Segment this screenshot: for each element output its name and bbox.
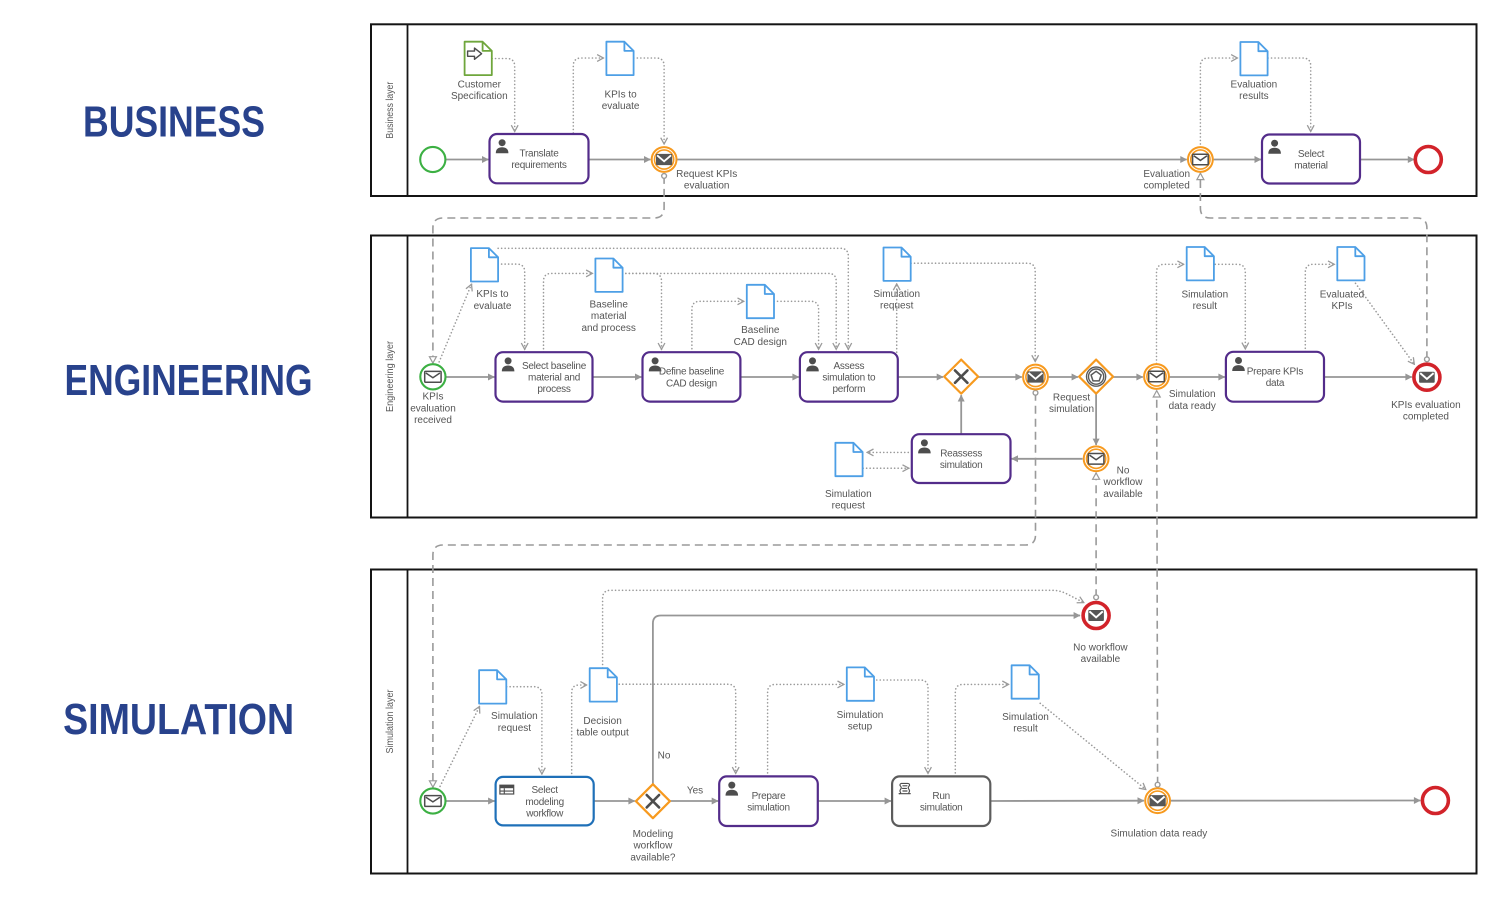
svg-text:Select: Select — [1298, 149, 1325, 160]
svg-text:KPIs to: KPIs to — [476, 289, 509, 300]
svg-text:results: results — [1239, 91, 1268, 102]
svg-text:Simulation layer: Simulation layer — [385, 689, 396, 754]
svg-text:BUSINESS: BUSINESS — [83, 98, 265, 147]
svg-text:data: data — [1266, 378, 1285, 389]
svg-text:Request: Request — [1053, 392, 1090, 403]
svg-text:KPIs: KPIs — [422, 392, 443, 403]
svg-text:result: result — [1193, 301, 1218, 312]
svg-text:available: available — [1081, 654, 1121, 665]
svg-text:modeling: modeling — [525, 797, 564, 808]
svg-text:CAD design: CAD design — [734, 337, 787, 348]
svg-text:Reassess: Reassess — [940, 448, 982, 459]
svg-text:data ready: data ready — [1169, 401, 1216, 412]
svg-text:Simulation: Simulation — [825, 489, 872, 500]
svg-text:Prepare KPIs: Prepare KPIs — [1247, 367, 1304, 378]
svg-text:ENGINEERING: ENGINEERING — [65, 356, 313, 405]
svg-text:workflow: workflow — [632, 841, 673, 852]
svg-text:Specification: Specification — [451, 91, 508, 102]
svg-text:Evaluation: Evaluation — [1143, 169, 1190, 180]
svg-text:Baseline: Baseline — [590, 300, 629, 311]
svg-text:completed: completed — [1144, 181, 1190, 192]
svg-text:Simulation: Simulation — [837, 710, 884, 721]
svg-text:simulation: simulation — [920, 803, 963, 814]
svg-text:Simulation: Simulation — [873, 289, 920, 300]
svg-text:evaluation: evaluation — [684, 181, 730, 192]
svg-text:Simulation: Simulation — [1002, 712, 1049, 723]
svg-text:Evaluation: Evaluation — [1231, 80, 1278, 91]
svg-text:KPIs to: KPIs to — [604, 89, 637, 100]
svg-text:Evaluated: Evaluated — [1320, 290, 1364, 301]
svg-text:process: process — [537, 384, 571, 395]
svg-text:workflow: workflow — [1103, 477, 1144, 488]
svg-text:Modeling: Modeling — [633, 829, 674, 840]
svg-text:Select: Select — [532, 785, 559, 796]
svg-text:available: available — [1103, 489, 1143, 500]
svg-text:Simulation: Simulation — [491, 711, 538, 722]
svg-text:Engineering layer: Engineering layer — [385, 340, 396, 412]
svg-text:Customer: Customer — [458, 80, 502, 91]
svg-text:Business layer: Business layer — [385, 81, 396, 139]
svg-text:Run: Run — [932, 791, 950, 802]
svg-text:received: received — [414, 415, 452, 426]
svg-text:simulation: simulation — [747, 803, 790, 814]
svg-text:material: material — [1294, 160, 1328, 171]
svg-text:evaluation: evaluation — [410, 403, 456, 414]
svg-text:Yes: Yes — [687, 785, 703, 796]
svg-text:setup: setup — [848, 722, 873, 733]
svg-text:SIMULATION: SIMULATION — [63, 695, 294, 744]
svg-text:material and: material and — [528, 373, 580, 384]
svg-text:material: material — [591, 311, 627, 322]
svg-text:simulation to: simulation to — [822, 373, 876, 384]
svg-text:simulation: simulation — [940, 460, 983, 471]
svg-text:Translate: Translate — [519, 148, 559, 159]
svg-text:evaluate: evaluate — [602, 101, 640, 112]
svg-text:request: request — [880, 301, 914, 312]
svg-text:available?: available? — [630, 852, 675, 863]
svg-text:and process: and process — [581, 323, 635, 334]
svg-text:Assess: Assess — [833, 361, 864, 372]
svg-text:Prepare: Prepare — [752, 791, 787, 802]
svg-text:Define baseline: Define baseline — [659, 367, 725, 378]
svg-text:table output: table output — [576, 727, 628, 738]
svg-text:Simulation: Simulation — [1169, 389, 1216, 400]
svg-text:Simulation data ready: Simulation data ready — [1111, 829, 1208, 840]
svg-text:completed: completed — [1403, 412, 1449, 423]
svg-text:evaluate: evaluate — [474, 301, 512, 312]
svg-text:request: request — [498, 723, 532, 734]
svg-text:KPIs: KPIs — [1331, 301, 1352, 312]
svg-text:KPIs evaluation: KPIs evaluation — [1391, 400, 1461, 411]
svg-text:simulation: simulation — [1049, 404, 1094, 415]
svg-text:request: request — [832, 500, 866, 511]
svg-text:CAD design: CAD design — [666, 378, 717, 389]
svg-text:Simulation: Simulation — [1181, 290, 1228, 301]
svg-text:perform: perform — [832, 384, 865, 395]
svg-text:workflow: workflow — [525, 808, 564, 819]
svg-text:requirements: requirements — [511, 160, 567, 171]
svg-text:Select baseline: Select baseline — [522, 361, 587, 372]
svg-text:Baseline: Baseline — [741, 325, 780, 336]
svg-text:Decision: Decision — [583, 716, 621, 727]
svg-text:No: No — [1117, 466, 1130, 477]
svg-text:Request KPIs: Request KPIs — [676, 169, 737, 180]
svg-text:result: result — [1013, 724, 1038, 735]
svg-text:No: No — [658, 751, 671, 762]
svg-text:No workflow: No workflow — [1073, 643, 1128, 654]
